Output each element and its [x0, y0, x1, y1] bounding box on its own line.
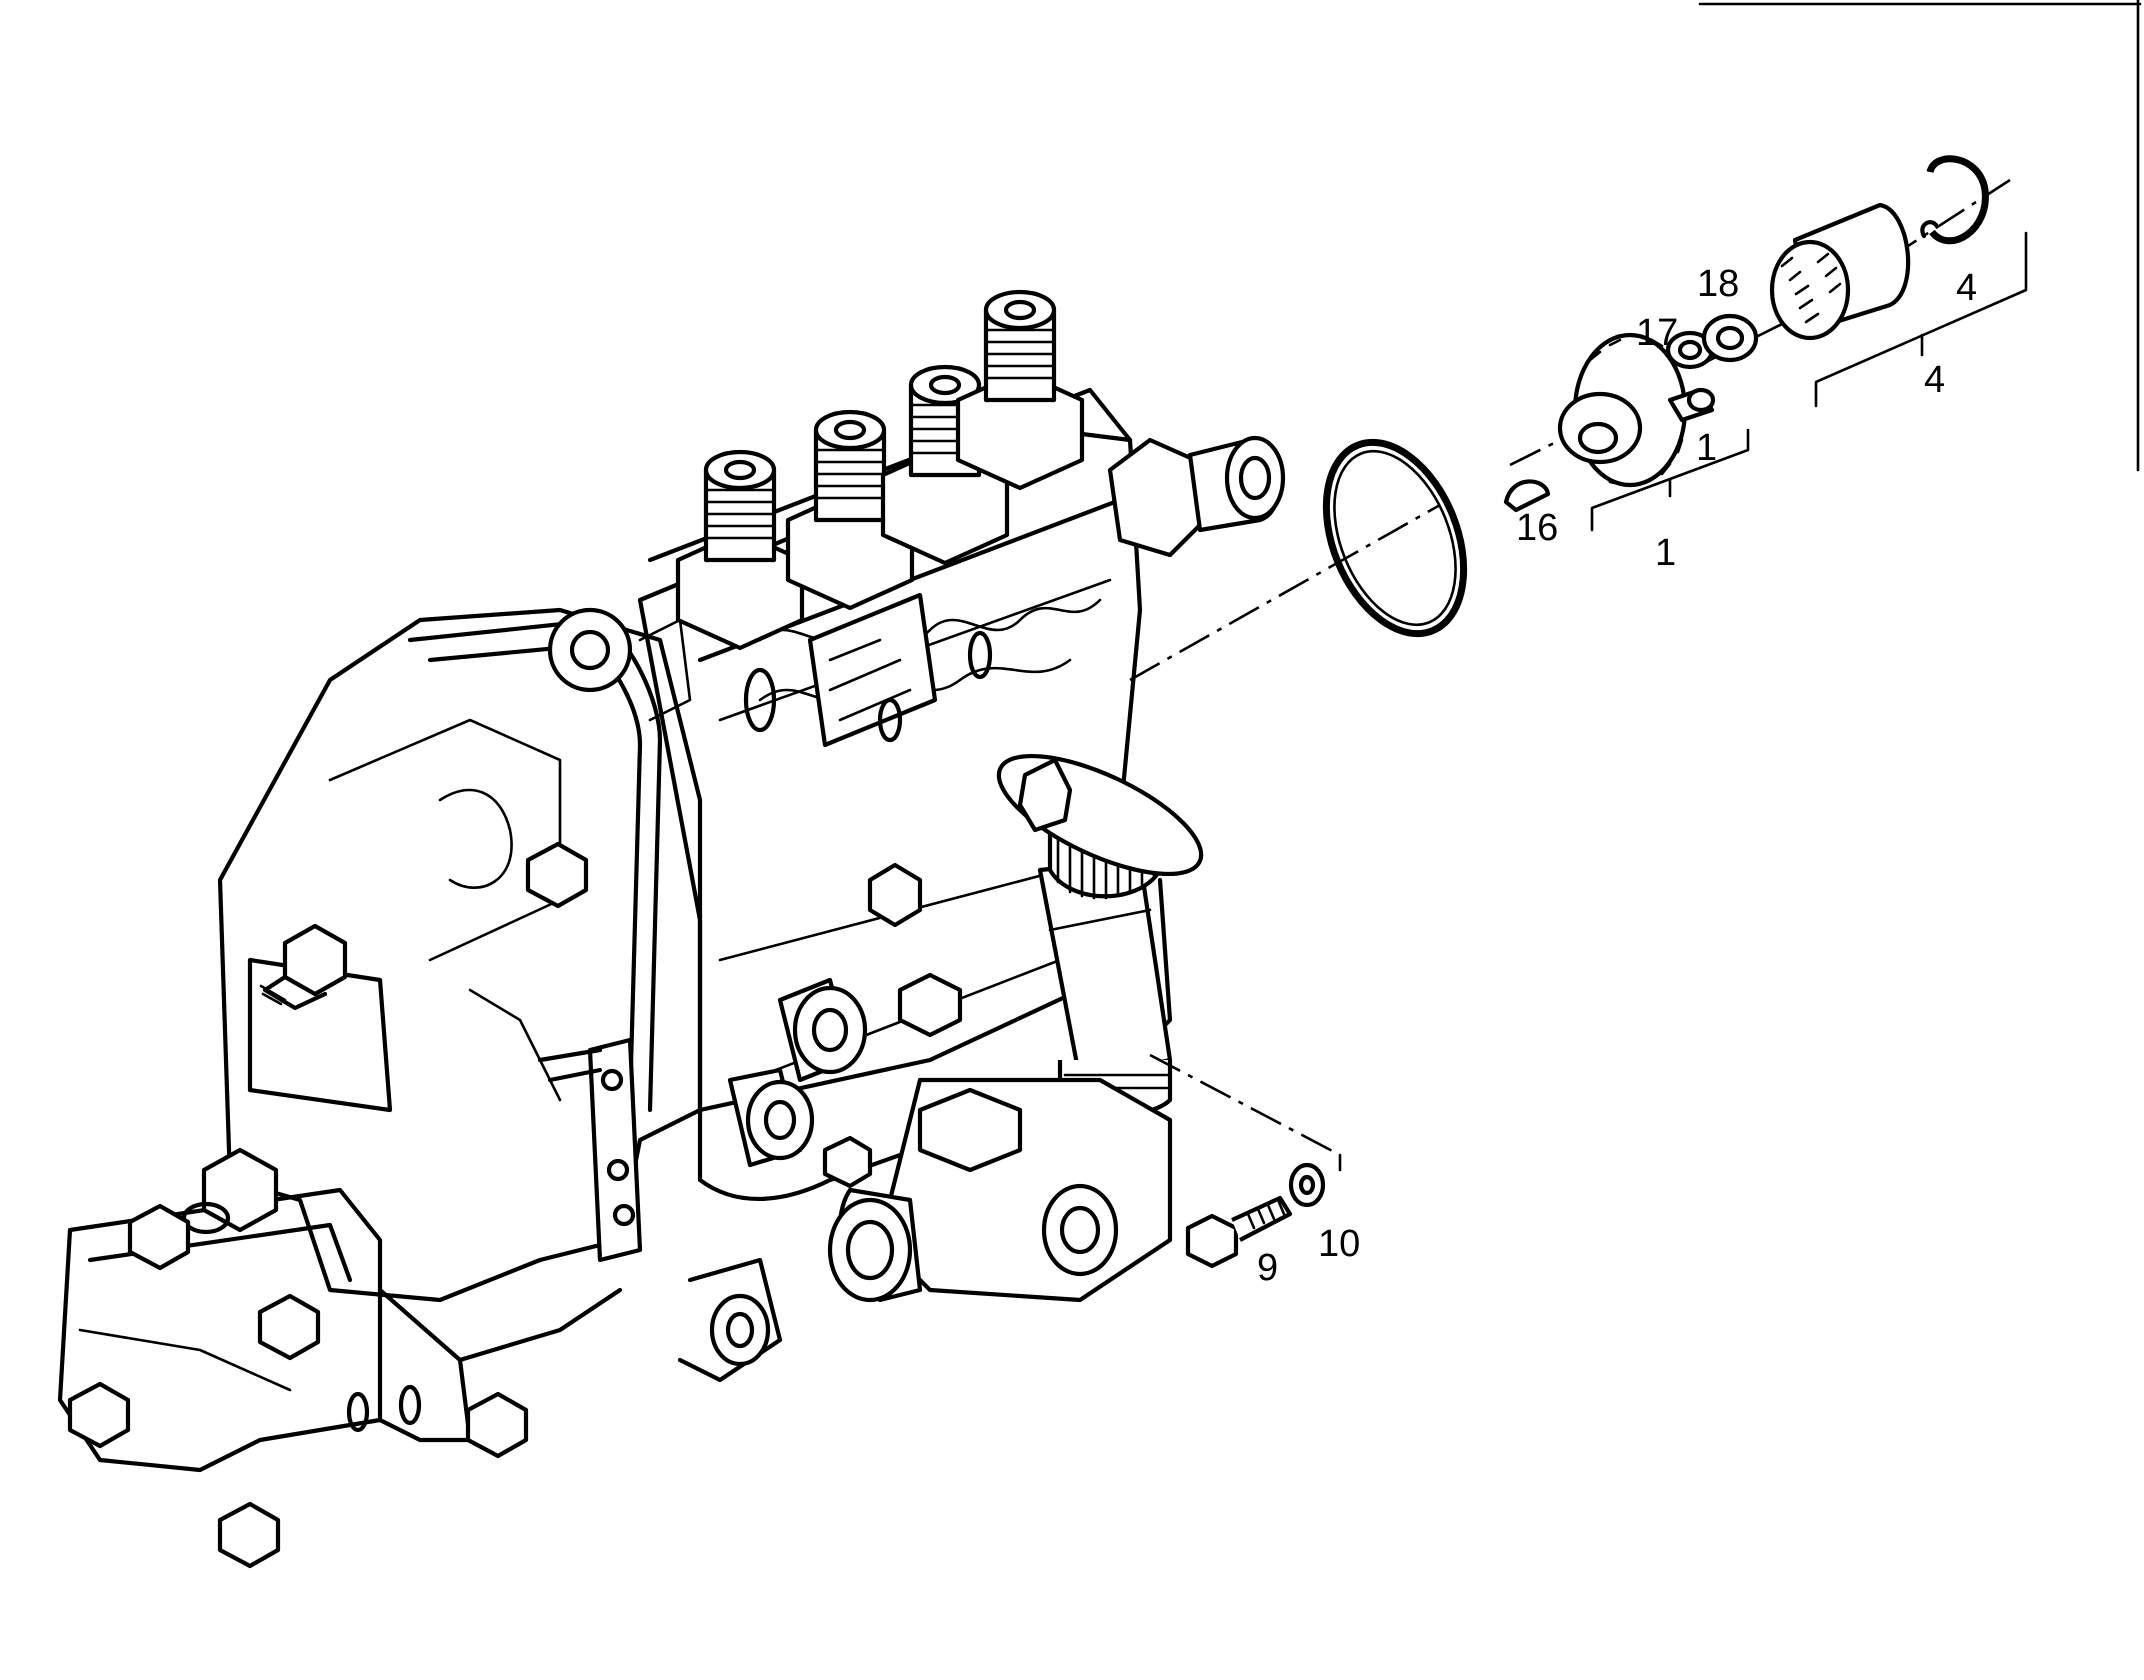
group-bracket-1 [1590, 428, 1750, 532]
woodruff-key [1503, 479, 1551, 513]
assembly-center-lines [1129, 178, 2011, 1172]
circlip [1920, 155, 1989, 245]
hand-priming-pump [727, 753, 1204, 1303]
callout-18: 18 [1697, 263, 1739, 305]
callout-10: 10 [1318, 1223, 1360, 1265]
callout-4-group: 4 [1924, 359, 1945, 401]
hex-nut [1701, 313, 1759, 363]
bolt [1185, 1195, 1293, 1269]
return-banjo-fitting [1107, 435, 1286, 558]
callout-labels: 1 1 4 4 9 10 16 17 18 [1257, 263, 1977, 1289]
callout-4-ring: 4 [1956, 267, 1977, 309]
governor-housing [57, 607, 703, 1473]
spring-washer [1665, 330, 1715, 370]
callout-9: 9 [1257, 1247, 1278, 1289]
washer [1288, 1162, 1326, 1208]
scan-border [1698, 0, 2142, 472]
drive-gear [1557, 332, 1688, 488]
callout-17: 17 [1636, 312, 1678, 354]
o-ring [1322, 438, 1468, 638]
governor-bolts [67, 607, 783, 1569]
delivery-valve-holders [675, 289, 1085, 651]
gear-pin [1667, 387, 1716, 423]
group-bracket-4 [1814, 231, 2028, 408]
callout-1-pin: 1 [1696, 427, 1717, 469]
callout-16: 16 [1516, 507, 1558, 549]
callout-1-group: 1 [1655, 532, 1676, 574]
drive-coupling [1769, 202, 1911, 341]
